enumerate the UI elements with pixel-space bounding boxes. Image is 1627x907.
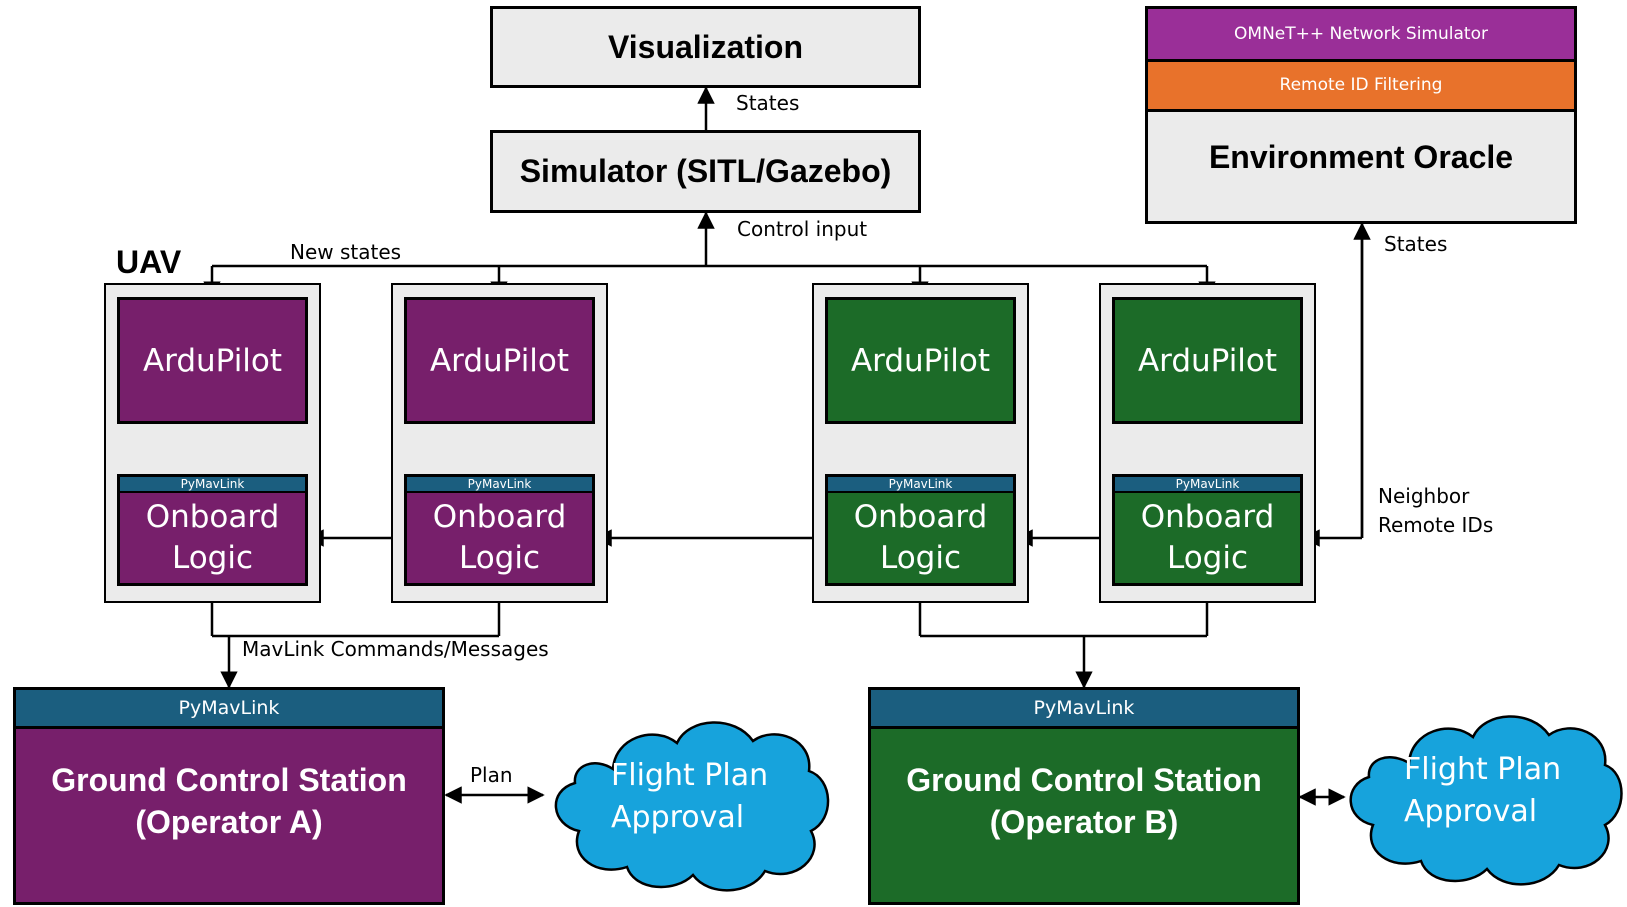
ardupilot-label: ArduPilot (142, 342, 283, 379)
cloud-1-line1: Flight Plan (611, 758, 769, 793)
label-neighbor-2: Remote IDs (1378, 513, 1494, 537)
onboard-line2: Logic (171, 540, 253, 576)
gcs-b-pymavlink: PyMavLink (871, 690, 1297, 729)
ardupilot-box-1: ArduPilot (117, 297, 308, 424)
cloud-1-text: Flight Plan Approval (611, 755, 768, 839)
ardupilot-label: ArduPilot (850, 342, 991, 379)
onboard-line1: Onboard (145, 499, 280, 536)
ardupilot-label: ArduPilot (1137, 342, 1278, 379)
onboard-line2: Logic (879, 540, 961, 576)
gcs-b-line2: (Operator B) (989, 803, 1179, 840)
cloud-2-line1: Flight Plan (1404, 752, 1562, 787)
ardupilot-label: ArduPilot (429, 342, 570, 379)
flight-plan-approval-cloud-1 (554, 721, 830, 892)
pymavlink-strip: PyMavLink (407, 477, 592, 493)
ardupilot-box-2: ArduPilot (404, 297, 595, 424)
oracle-title-text: Environment Oracle (1208, 139, 1514, 175)
label-plan: Plan (470, 763, 513, 787)
label-control-input: Control input (737, 217, 868, 241)
ardupilot-box-4: ArduPilot (1112, 297, 1303, 424)
label-states-top: States (736, 91, 800, 115)
gcs-operator-a: PyMavLink Ground Control Station (Operat… (13, 687, 445, 905)
omnet-layer: OMNeT++ Network Simulator (1148, 9, 1574, 62)
ardupilot-box-3: ArduPilot (825, 297, 1016, 424)
gcs-a-pymavlink: PyMavLink (16, 690, 442, 729)
onboard-line1: Onboard (432, 499, 567, 536)
gcs-a-line1: Ground Control Station (51, 761, 407, 798)
gcs-b-line1: Ground Control Station (906, 761, 1262, 798)
oracle-title: Environment Oracle (1148, 112, 1574, 221)
onboard-line1: Onboard (853, 499, 988, 536)
cloud-2-text: Flight Plan Approval (1404, 749, 1561, 833)
gcs-operator-b: PyMavLink Ground Control Station (Operat… (868, 687, 1300, 905)
uav-tag: UAV (116, 244, 182, 280)
simulator-box: Simulator (SITL/Gazebo) (490, 130, 921, 213)
gcs-b-title: Ground Control Station (Operator B) (871, 729, 1297, 902)
gcs-a-line2: (Operator A) (135, 803, 323, 840)
onboard-line2: Logic (1166, 540, 1248, 576)
simulator-title: Simulator (SITL/Gazebo) (519, 153, 892, 189)
visualization-box: Visualization (490, 6, 921, 88)
label-new-states: New states (290, 240, 402, 264)
remote-id-filtering-layer: Remote ID Filtering (1148, 62, 1574, 112)
onboard-line1: Onboard (1140, 499, 1275, 536)
cloud-2-line2: Approval (1404, 794, 1538, 829)
gcs-a-title: Ground Control Station (Operator A) (16, 729, 442, 902)
flight-plan-approval-cloud-2 (1349, 715, 1623, 886)
cloud-1-line2: Approval (611, 800, 745, 835)
label-mavlink: MavLink Commands/Messages (242, 637, 549, 661)
label-neighbor-1: Neighbor (1378, 484, 1470, 508)
onboard-line2: Logic (458, 540, 540, 576)
pymavlink-strip: PyMavLink (1115, 477, 1300, 493)
environment-oracle: OMNeT++ Network Simulator Remote ID Filt… (1145, 6, 1577, 224)
pymavlink-strip: PyMavLink (120, 477, 305, 493)
pymavlink-strip: PyMavLink (828, 477, 1013, 493)
label-states-oracle: States (1384, 232, 1448, 256)
visualization-title: Visualization (607, 28, 803, 65)
